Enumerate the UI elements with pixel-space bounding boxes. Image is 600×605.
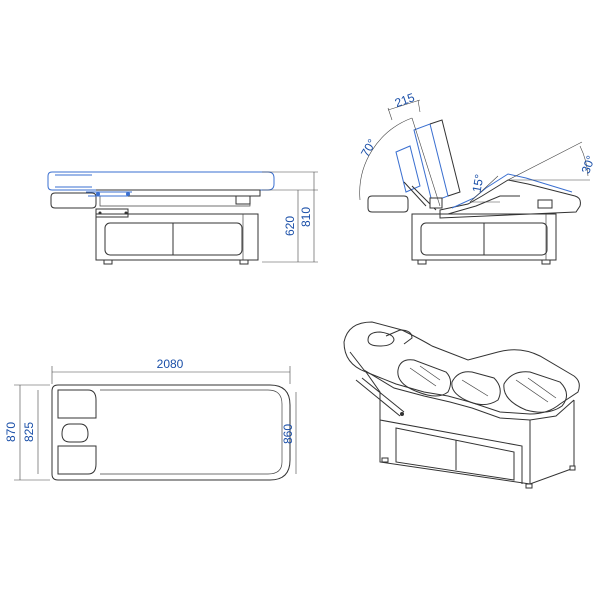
backrest-length-label: 215 [393, 90, 417, 110]
seat-angle-label: 15° [470, 173, 487, 193]
isometric-view [343, 321, 580, 489]
leg-angle-label: 30° [579, 154, 598, 176]
side-view-reclined: 70° 215 30° 15° [358, 90, 598, 265]
top-view: 2080 870 825 860 [4, 357, 297, 481]
width-foot-label: 860 [281, 424, 295, 444]
width-total-label: 870 [4, 422, 18, 442]
length-label: 2080 [157, 357, 184, 371]
overall-height-label: 810 [299, 207, 313, 227]
backrest-angle-label: 70° [358, 136, 379, 159]
width-inner-label: 825 [22, 422, 36, 442]
side-view-flat: 620 810 [47, 171, 318, 265]
seat-height-label: 620 [283, 216, 297, 236]
